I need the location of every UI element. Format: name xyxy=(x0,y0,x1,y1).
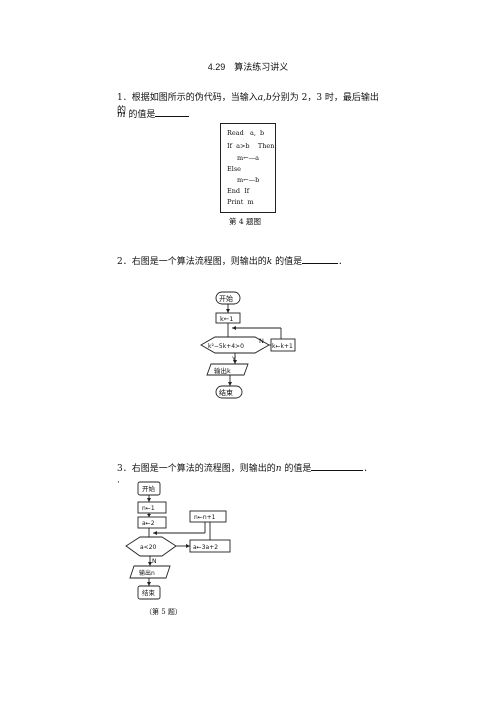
q1-pseudocode-box: Read a, b If a>b Then m←—a Else m←—b End… xyxy=(220,123,276,213)
q3-var-n: n xyxy=(275,464,282,474)
q3-period: ． xyxy=(363,464,373,474)
code-line-print: Print m xyxy=(227,198,254,206)
q2-no-label: N xyxy=(259,337,264,345)
q2-yes-label: Y xyxy=(231,355,236,363)
q3-no-label: N xyxy=(152,558,157,565)
q2-end-terminal xyxy=(215,385,243,399)
q3-text-2: 的值是 xyxy=(281,464,312,474)
q3-a-init-label: a←2 xyxy=(142,520,155,527)
q1-answer-blank[interactable] xyxy=(155,107,190,117)
q2-period: ． xyxy=(338,257,348,267)
q1-line2: m 的值是 xyxy=(117,107,190,122)
q3-a-update-label: a←3a+2 xyxy=(193,544,218,551)
q2-var-k: k xyxy=(266,257,273,267)
q3-caption: （第 5 题） xyxy=(145,608,182,616)
q1-var-ab: a,b xyxy=(257,93,272,103)
code-line-endif: End If xyxy=(227,187,250,195)
q1-var-m: m xyxy=(117,110,126,120)
q3-output-box xyxy=(129,565,171,579)
q2-output-label: 输出k xyxy=(214,366,231,375)
q3-n-init-label: n←1 xyxy=(142,505,155,512)
q2-output-box xyxy=(206,363,249,376)
q3-n-init-box xyxy=(137,501,167,514)
q2-start-label: 开始 xyxy=(219,294,233,303)
code-line-if: If a>b Then xyxy=(227,142,275,150)
q2-end-label: 结束 xyxy=(219,388,233,397)
q3-n-update-label: n←n+1 xyxy=(194,514,216,521)
page-title: 4.29 算法练习讲义 xyxy=(207,62,289,72)
q2-text-2: 的值是 xyxy=(272,257,303,267)
q2-update-label: k←k+1 xyxy=(272,343,293,350)
q3-output-label: 输出n xyxy=(139,569,155,577)
q3-cond-label: a<20 xyxy=(140,544,157,551)
q3-dot: · xyxy=(117,478,120,488)
code-line-read: Read a, b xyxy=(227,129,265,137)
q3-n-update-box xyxy=(189,510,227,523)
code-line-m-a: m←—a xyxy=(237,154,259,162)
q3-line: 3．右图是一个算法的流程图，则输出的n 的值是 ． xyxy=(117,461,372,476)
q1-line1: 1．根据如图所示的伪代码，当输入a,b分别为 2，3 时，最后输出的 xyxy=(117,92,387,118)
q2-answer-blank[interactable] xyxy=(302,254,339,264)
q2-text-1: ．右图是一个算法流程图，则输出的 xyxy=(122,257,267,267)
q1-number: 1 xyxy=(117,93,123,103)
q1-text-2: 分别为 2，3 时，最后输出的 xyxy=(117,93,379,116)
q1-text-3: 的值是 xyxy=(125,110,156,120)
code-line-m-b: m←—b xyxy=(237,176,260,184)
q2-number: 2 xyxy=(117,257,123,267)
q2-line: 2．右图是一个算法流程图，则输出的k 的值是 ． xyxy=(117,254,347,269)
q2-cond-label: k²−5k+4>0 xyxy=(208,343,244,350)
q1-caption: 第 4 题图 xyxy=(229,217,262,226)
q3-a-init-box xyxy=(137,516,167,529)
q2-init-label: k←1 xyxy=(220,315,233,323)
q3-answer-blank[interactable] xyxy=(311,461,364,471)
q3-text-1: ．右图是一个算法的流程图，则输出的 xyxy=(122,464,276,474)
q3-end-label: 结束 xyxy=(142,588,156,597)
code-line-else: Else xyxy=(227,165,242,173)
q2-update-box xyxy=(270,338,296,352)
q3-start-label: 开始 xyxy=(142,484,156,493)
q3-number: 3 xyxy=(117,464,123,474)
q1-text-1: ．根据如图所示的伪代码，当输入 xyxy=(122,93,258,103)
